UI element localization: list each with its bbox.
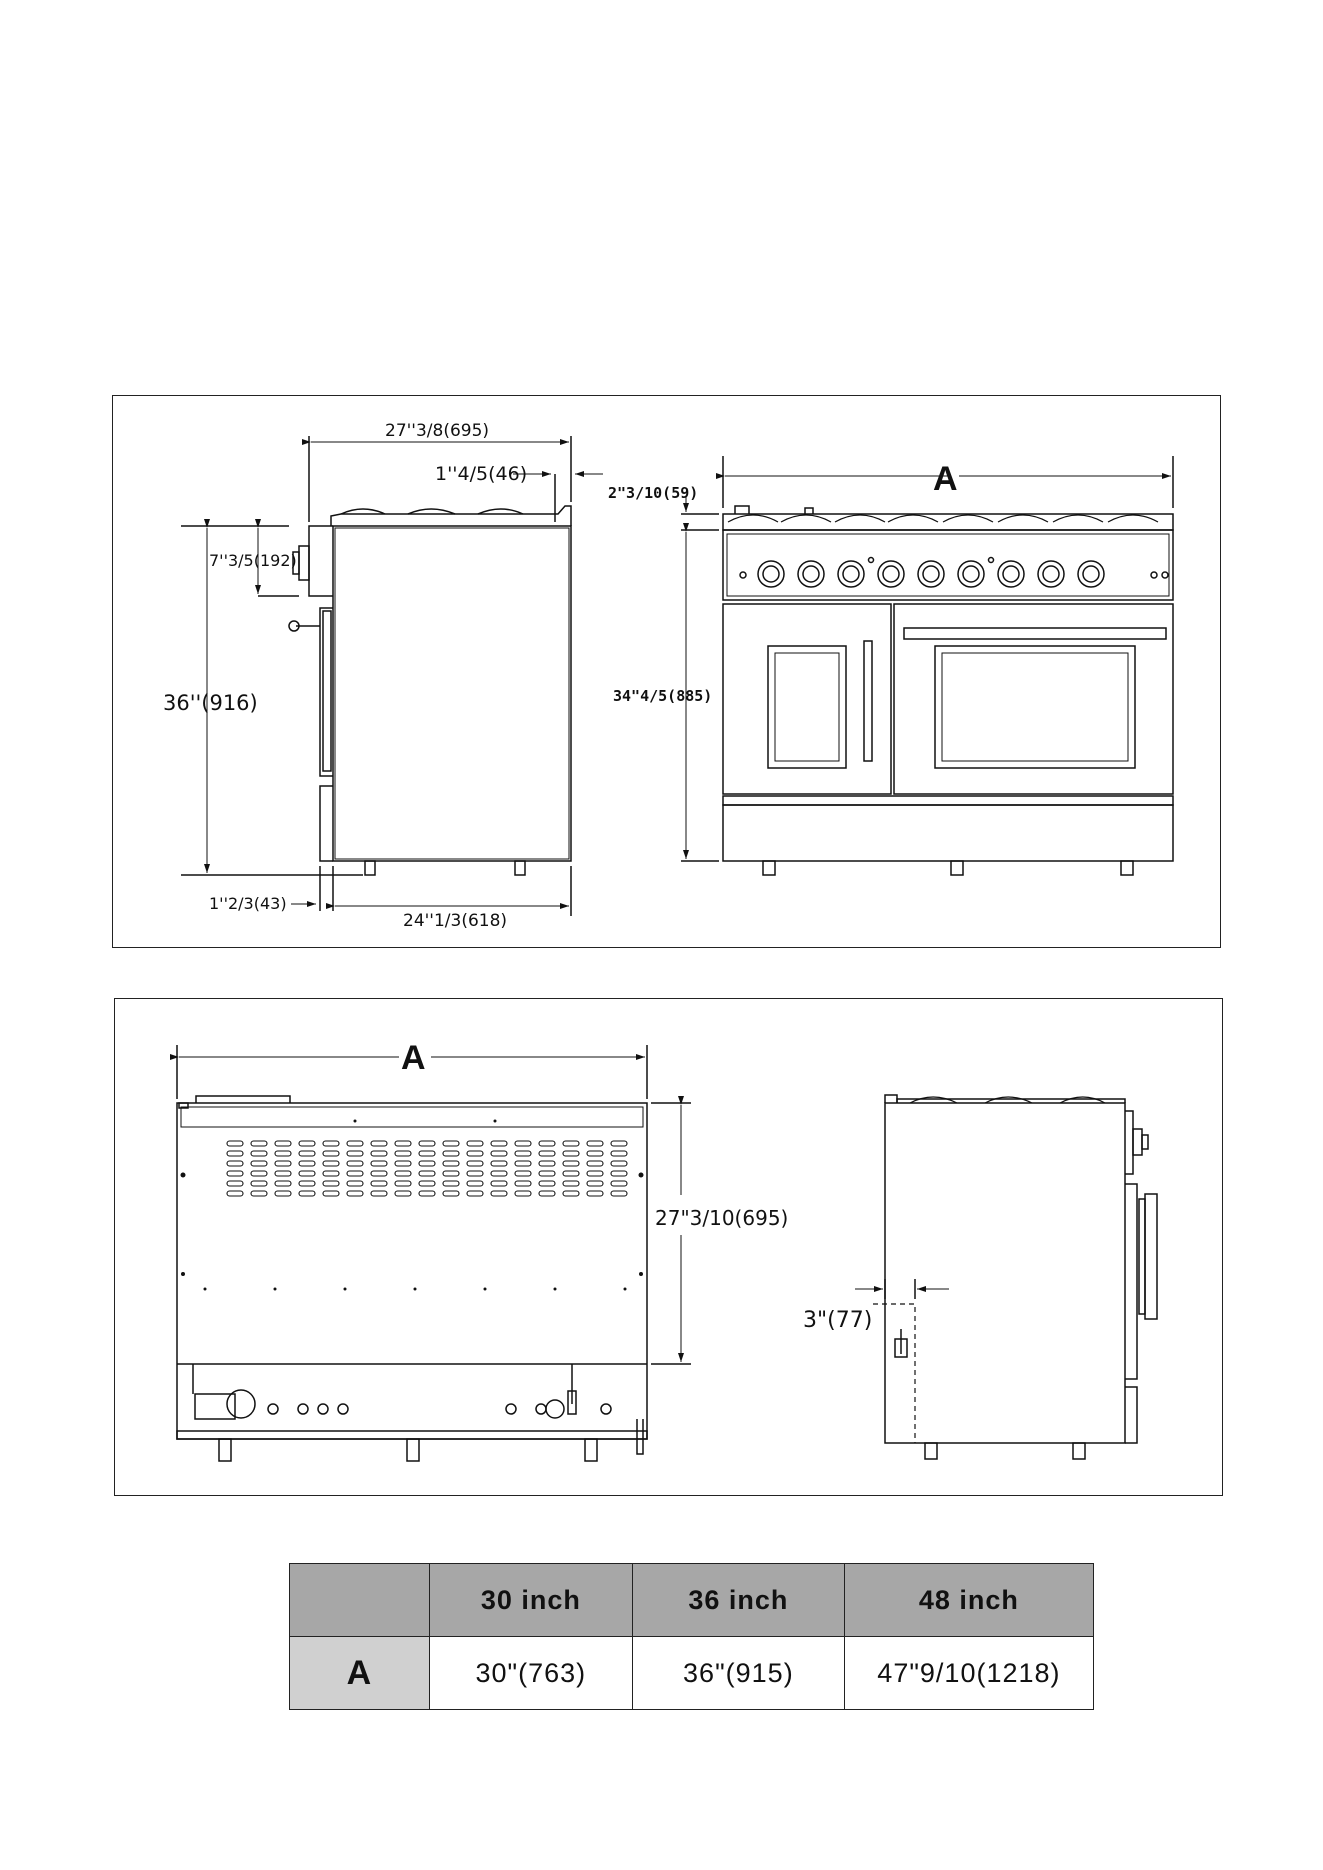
table-cell-36: 36"(915) [632, 1637, 844, 1710]
body-depth-label: 24''1/3(618) [403, 911, 507, 931]
bottom-drawing-svg: A 27"3/10(695) 3"(77) [115, 999, 1224, 1497]
table-header-row: 30 inch 36 inch 48 inch [290, 1564, 1094, 1637]
bottom-drawing-panel: A 27"3/10(695) 3"(77) [114, 998, 1223, 1496]
table-header-48: 48 inch [844, 1564, 1093, 1637]
table-row-label: A [290, 1637, 430, 1710]
table-header-36: 36 inch [632, 1564, 844, 1637]
dimension-table: 30 inch 36 inch 48 inch A 30"(763) 36"(9… [289, 1563, 1094, 1710]
front-offset-label: 1''2/3(43) [209, 894, 287, 913]
table-cell-30: 30"(763) [429, 1637, 632, 1710]
back-height-label: 27"3/10(695) [655, 1206, 788, 1230]
table-header-30: 30 inch [429, 1564, 632, 1637]
depth-overall-label: 27''3/8(695) [385, 421, 489, 441]
top-dimension-labels: 27''3/8(695) 1''4/5(46) 7''3/5(192) 36''… [163, 421, 958, 931]
body-height-label: 34"4/5(885) [613, 687, 712, 705]
top-drawing-svg: 27''3/8(695) 1''4/5(46) 7''3/5(192) 36''… [113, 396, 1222, 949]
table-header-blank [290, 1564, 430, 1637]
gas-inlet-offset-label: 3"(77) [803, 1308, 872, 1333]
total-height-label: 36''(916) [163, 691, 258, 715]
rear-vents [227, 1141, 627, 1196]
rear-width-label: A [401, 1039, 426, 1077]
rear-view-range [177, 1045, 691, 1461]
panel-height-label: 7''3/5(192) [209, 551, 297, 570]
table-cell-48: 47"9/10(1218) [844, 1637, 1093, 1710]
front-view-range [681, 456, 1173, 875]
side-view-range [181, 436, 603, 916]
grate-height-label: 2"3/10(59) [608, 484, 698, 502]
top-drawing-panel: 27''3/8(695) 1''4/5(46) 7''3/5(192) 36''… [112, 395, 1221, 948]
knob-depth-label: 1''4/5(46) [435, 463, 527, 485]
control-knobs [740, 558, 1168, 588]
front-width-label: A [933, 460, 958, 498]
table-row: A 30"(763) 36"(915) 47"9/10(1218) [290, 1637, 1094, 1710]
side-view-range-gas [855, 1095, 1157, 1459]
